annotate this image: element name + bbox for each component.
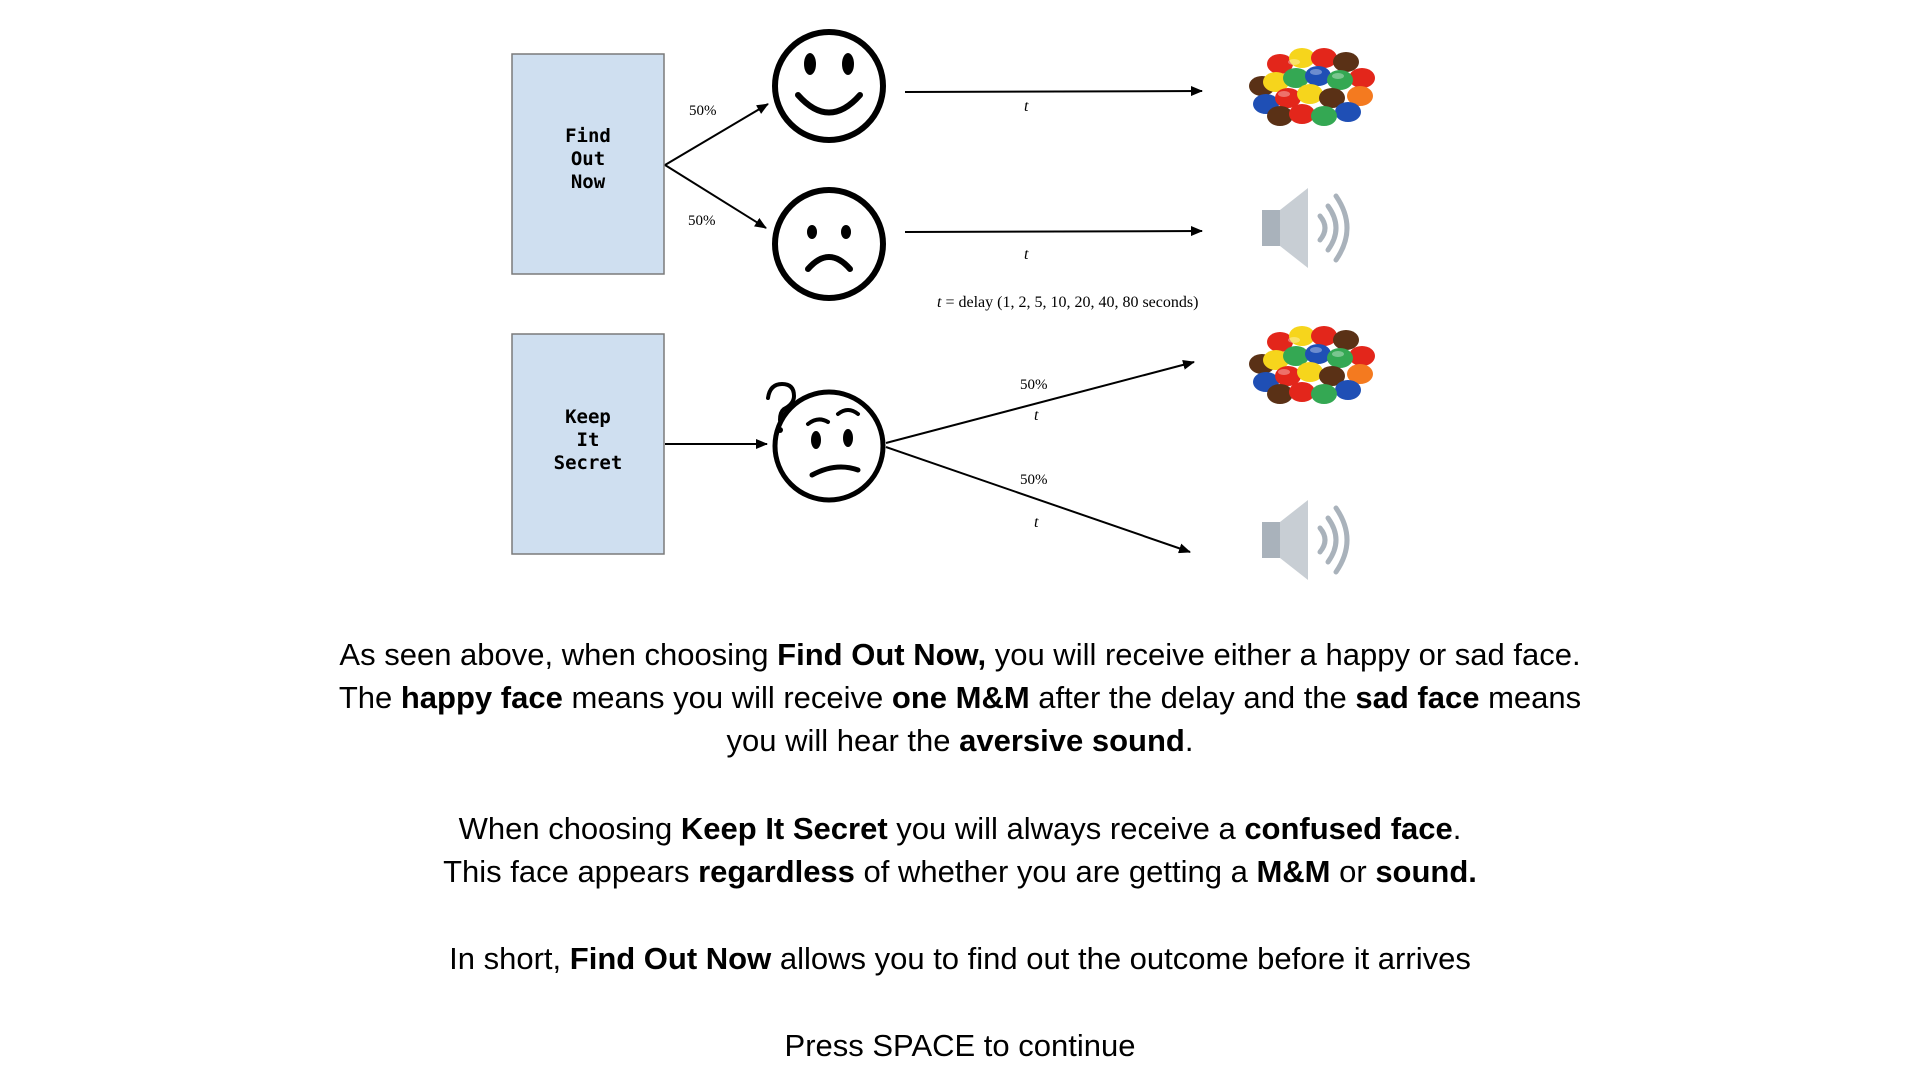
find-out-now-label-line3: Now	[571, 171, 606, 193]
instructions-paragraph-1: As seen above, when choosing Find Out No…	[0, 633, 1920, 762]
arrow-sad-to-sound	[904, 226, 1203, 237]
speaker-sound-icon	[1262, 500, 1350, 580]
sad-face-icon	[772, 187, 886, 301]
delay-label-happy: t	[1024, 98, 1029, 115]
keep-it-secret-label-line2: It	[577, 429, 600, 451]
instructions-paragraph-2: When choosing Keep It Secret you will al…	[0, 807, 1920, 893]
find-out-now-box: Find Out Now	[511, 53, 665, 275]
delay-label-sad: t	[1024, 246, 1029, 263]
press-space-prompt: Press SPACE to continue	[0, 1024, 1920, 1067]
instructions-paragraph-3: In short, Find Out Now allows you to fin…	[0, 937, 1920, 980]
mm-candy-icon	[1249, 48, 1375, 126]
instructions-line: As seen above, when choosing Find Out No…	[339, 637, 1581, 672]
speaker-sound-icon	[1262, 188, 1350, 268]
keep-it-secret-label-line1: Keep	[565, 406, 611, 428]
probability-sad: 50%	[688, 213, 716, 229]
find-out-now-label-line1: Find	[565, 125, 611, 147]
delay-legend: t = delay (1, 2, 5, 10, 20, 40, 80 secon…	[937, 294, 1198, 311]
instructions-line: The happy face means you will receive on…	[338, 680, 1582, 715]
instructions-line: This face appears regardless of whether …	[443, 854, 1477, 889]
find-out-now-label-line2: Out	[571, 148, 605, 170]
mm-candy-icon	[1249, 326, 1375, 404]
confused-face-icon	[766, 381, 886, 503]
happy-face-icon	[772, 29, 886, 143]
arrow-to-sad-face	[664, 164, 767, 229]
arrow-happy-to-candy	[904, 86, 1203, 97]
arrow-confused-to-sound	[885, 446, 1191, 554]
choice-diagram: Find Out Now Keep It Secret 50% 50% t t …	[511, 29, 1375, 580]
arrow-confused-to-candy	[885, 359, 1195, 444]
delay-label-sound: t	[1034, 514, 1039, 531]
instructions-line: In short, Find Out Now allows you to fin…	[449, 941, 1471, 976]
instructions-line: you will hear the aversive sound.	[726, 723, 1194, 758]
probability-sound: 50%	[1020, 472, 1048, 488]
continue-text: Press SPACE to continue	[784, 1028, 1136, 1063]
keep-it-secret-box: Keep It Secret	[511, 333, 665, 555]
arrow-to-happy-face	[664, 103, 769, 166]
keep-it-secret-label-line3: Secret	[554, 452, 623, 474]
delay-label-candy: t	[1034, 407, 1039, 424]
probability-candy: 50%	[1020, 377, 1048, 393]
probability-happy: 50%	[689, 103, 717, 119]
instructions-line: When choosing Keep It Secret you will al…	[458, 811, 1462, 846]
